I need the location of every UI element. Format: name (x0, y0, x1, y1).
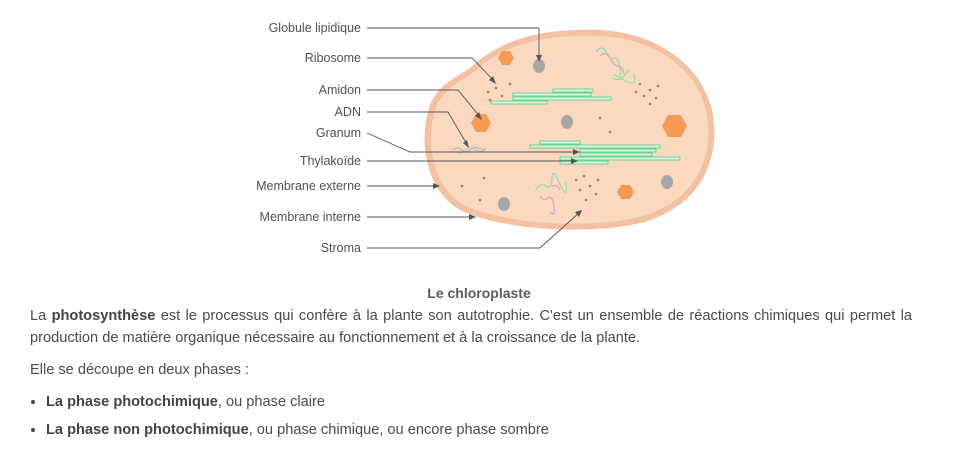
label-granum: Granum (316, 126, 361, 140)
phase-name: La phase photochimique (46, 394, 218, 410)
text-segment: La (30, 308, 52, 324)
label-lipid-globule: Globule lipidique (269, 21, 361, 35)
paragraph-phases-intro: Elle se découpe en deux phases : (30, 359, 912, 381)
lipid-globule (561, 115, 573, 129)
lipid-globule (498, 197, 510, 211)
keyword-photosynthese: photosynthèse (52, 308, 156, 324)
label-outer-membrane: Membrane externe (256, 179, 361, 193)
label-starch: Amidon (319, 83, 361, 97)
paragraph-definition: La photosynthèse est le processus qui co… (30, 305, 912, 349)
phase-description: , ou phase claire (218, 394, 325, 410)
label-stroma: Stroma (321, 241, 361, 255)
label-dna: ADN (335, 105, 361, 119)
phase-name: La phase non photochimique (46, 422, 249, 438)
chloroplast-diagram: Globule lipidique Ribosome Amidon ADN Gr… (0, 0, 958, 270)
phases-list: La phase photochimique, ou phase claire … (30, 391, 912, 441)
label-inner-membrane: Membrane interne (260, 210, 361, 224)
text-segment: est le processus qui confère à la plante… (30, 308, 912, 346)
label-thylakoid: Thylakoïde (300, 154, 361, 168)
label-ribosome: Ribosome (305, 51, 361, 65)
phase-description: , ou phase chimique, ou encore phase som… (249, 422, 549, 438)
lipid-globule (661, 175, 673, 189)
figure-caption: Le chloroplaste (0, 285, 958, 301)
list-item: La phase photochimique, ou phase claire (46, 391, 912, 413)
article-body: La photosynthèse est le processus qui co… (30, 305, 912, 447)
list-item: La phase non photochimique, ou phase chi… (46, 419, 912, 441)
